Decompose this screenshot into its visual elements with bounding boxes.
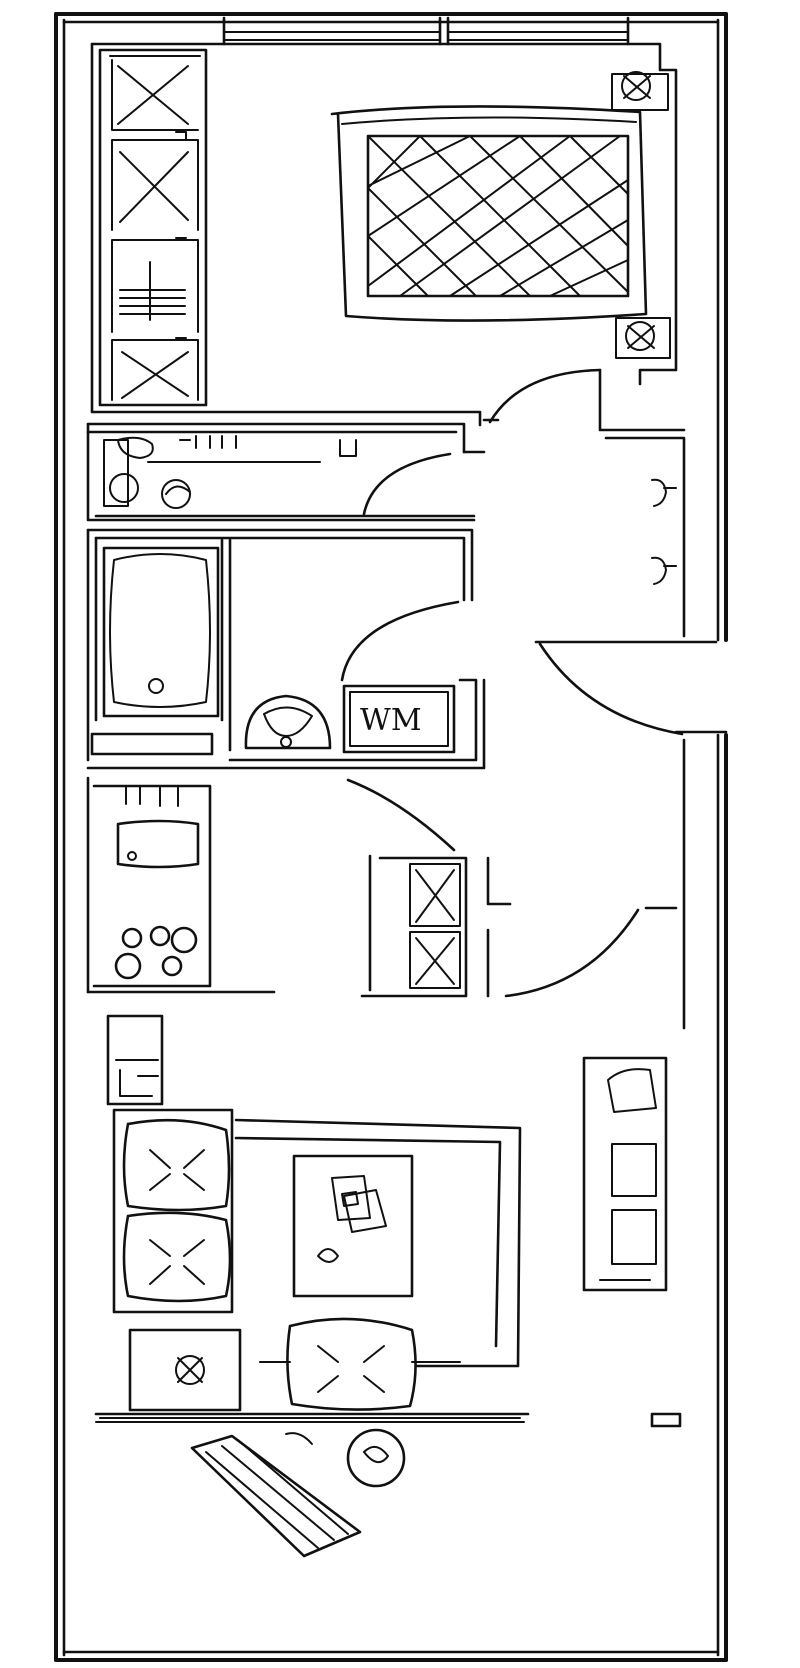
bedroom [90,42,686,432]
living-room [106,1014,668,1412]
nightstand-bottom [615,317,671,359]
bedroom-door [482,368,602,424]
washing-machine-label: WM [360,703,422,738]
bathroom: WM [86,528,486,770]
wc-room [86,422,486,522]
double-bed [330,105,648,322]
balcony-table [346,1428,406,1488]
hallway-closets [604,436,686,638]
washbasin [244,694,332,750]
kitchen [86,776,456,994]
kitchen-sink [116,819,200,869]
sofa [112,1108,234,1314]
armchair [259,1317,461,1411]
side-table [128,1328,242,1412]
top-windows [222,16,630,46]
cabinet [106,1014,164,1106]
stove [114,925,198,980]
bathtub [102,546,220,718]
washing-machine: WM [342,684,456,754]
storage-closet [360,854,678,998]
nightstand-top [611,71,669,111]
balcony [94,1412,682,1558]
table [292,1154,414,1298]
desk [582,1056,668,1292]
outer-walls [54,12,728,1662]
deck-chair [190,1432,362,1558]
wardrobe [98,48,208,407]
front-door [534,640,728,1030]
